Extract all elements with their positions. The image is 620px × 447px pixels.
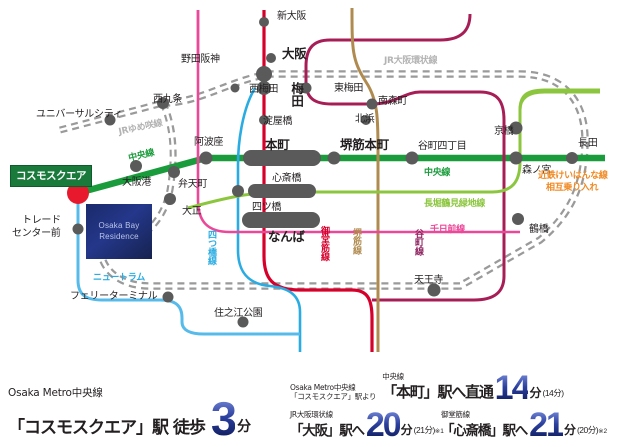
- honmachi-origin-station: 「コスモスクエア」駅より: [290, 392, 377, 401]
- osaka-minutes-unit: 分: [400, 423, 413, 438]
- line-label-yotsubashi: 四つ橋線: [206, 230, 216, 265]
- station-label-awaza: 阿波座: [194, 137, 224, 148]
- station-capsules: [242, 150, 321, 228]
- station-label-trade-center-1: トレード: [22, 215, 61, 226]
- station-label-suminoe-koen: 住之江公園: [214, 308, 263, 319]
- station-label-kitahama: 北浜: [355, 114, 375, 125]
- line-label-kintetsu-mutual: 相互乗り入れ: [546, 183, 599, 193]
- shinsaibashi-dest-text: 「心斎橋」駅へ: [441, 423, 528, 440]
- line-label-nagahori-tsurumi: 長堀鶴見緑地線: [424, 199, 485, 209]
- station-label-tanimachi-4chome: 谷町四丁目: [418, 141, 467, 152]
- honmachi-minutes-unit: 分: [529, 386, 541, 401]
- station-dots: [72, 17, 578, 328]
- station-label-noda-hanshin: 野田阪神: [181, 54, 220, 65]
- station-label-namba: なんば: [268, 229, 305, 244]
- sennichimae-line: [196, 10, 520, 234]
- station-label-yotsubashi: 四ツ橋: [252, 202, 282, 213]
- honmachi-origin-line: Osaka Metro中央線: [290, 382, 356, 392]
- line-label-chuo-right: 中央線: [424, 168, 451, 178]
- osaka-minutes-paren: (21分): [413, 425, 436, 436]
- shinsaibashi-minutes-paren: (20分): [576, 425, 599, 436]
- kyobashi-green-spur: [518, 90, 600, 111]
- route-map-lines: [59, 7, 605, 352]
- walk-line-name: Osaka Metro中央線: [8, 387, 103, 399]
- walk-access-block: Osaka Metro中央線 「コスモスクエア」駅 徒歩 3 分: [8, 385, 288, 445]
- osaka-line-label: JR大阪環状線: [290, 410, 333, 419]
- nagahori-tsurumi-line: [187, 88, 600, 210]
- station-label-bentencho: 弁天町: [178, 179, 208, 190]
- station-label-morinomiya: 森ノ宮: [522, 165, 552, 176]
- line-label-kintetsu-keihanna: 近鉄けいはんな線: [538, 171, 608, 181]
- shinsaibashi-line-label: 御堂筋線: [441, 410, 470, 419]
- station-label-trade-center-2: センター前: [12, 228, 61, 239]
- station-label-nishi-umeda: 西梅田: [249, 84, 279, 95]
- station-label-higashi-umeda: 東梅田: [334, 83, 364, 94]
- shinsaibashi-minutes-number: 21: [529, 406, 565, 445]
- station-label-yodoyabashi: 淀屋橋: [263, 116, 293, 127]
- sakaisuji-line: [350, 7, 380, 352]
- station-label-universal-city: ユニバーサルシティ: [36, 109, 123, 120]
- access-info-panel: Osaka Metro中央線 「コスモスクエア」駅 徒歩 3 分 Osaka M…: [0, 352, 620, 447]
- yotsubashi-line: [236, 87, 302, 352]
- train-access-row-honmachi: Osaka Metro中央線 「コスモスクエア」駅より 中央線 「本町」駅へ直通…: [290, 369, 565, 408]
- osaka-footnote-mark: ※1: [434, 428, 444, 436]
- station-label-honmachi: 本町: [265, 137, 290, 152]
- station-label-shinsaibashi: 心斎橋: [272, 173, 302, 184]
- shinsaibashi-footnote-mark: ※2: [598, 428, 608, 436]
- shinsaibashi-minutes-unit: 分: [563, 423, 576, 438]
- station-label-tennoji: 天王寺: [414, 275, 444, 286]
- walk-minutes-number: 3: [210, 392, 237, 445]
- station-label-taisho: 大正: [182, 206, 202, 217]
- osaka-minutes-number: 20: [365, 406, 402, 445]
- walk-station-text: 「コスモスクエア」駅 徒歩: [8, 417, 206, 438]
- station-label-osaka: 大阪: [282, 46, 307, 61]
- station-label-tsuruhashi: 鶴橋: [529, 224, 549, 235]
- line-label-tanimachi: 谷町線: [413, 229, 423, 256]
- honmachi-minutes-number: 14: [494, 369, 531, 408]
- line-label-jr-osaka-loop: JR大阪環状線: [384, 56, 438, 66]
- station-label-umeda: 梅田: [289, 82, 305, 107]
- honmachi-line-label: 中央線: [382, 372, 404, 381]
- honmachi-minutes-paren: (14分): [542, 388, 565, 399]
- line-label-sakaisuji: 堺筋線: [351, 228, 361, 255]
- station-label-shin-osaka: 新大阪: [277, 11, 307, 22]
- cosmosquare-highlight-dot: [67, 182, 89, 204]
- station-label-ferry-terminal: フェリーターミナル: [70, 291, 158, 302]
- station-label-nagata: 長田: [578, 138, 598, 149]
- honmachi-dest-text: 「本町」駅へ直通: [382, 383, 494, 402]
- station-label-minamimorimachi: 南森町: [378, 96, 408, 107]
- walk-minutes-unit: 分: [237, 417, 251, 434]
- new-tram-line: [76, 193, 300, 336]
- line-label-new-tram: ニュートラム: [93, 273, 145, 283]
- station-label-sakaisuji-honmachi: 堺筋本町: [340, 137, 389, 152]
- station-label-nishikujo: 西九条: [153, 94, 183, 105]
- cosmosquare-badge: コスモスクエア: [10, 165, 92, 187]
- train-access-row-osaka: JR大阪環状線 「大阪」駅へ 20 分 (21分) ※1: [290, 406, 444, 445]
- station-label-osakako: 大阪港: [122, 177, 152, 188]
- jr-osaka-loop-line: [96, 70, 590, 290]
- station-label-kyobashi: 京橋: [494, 126, 514, 137]
- line-label-midosuji: 御堂筋線: [319, 226, 329, 261]
- line-label-sennichimae: 千日前線: [430, 225, 465, 235]
- osaka-dest-text: 「大阪」駅へ: [290, 423, 365, 440]
- train-access-row-shinsaibashi: 御堂筋線 「心斎橋」駅へ 21 分 (20分) ※2: [441, 406, 608, 445]
